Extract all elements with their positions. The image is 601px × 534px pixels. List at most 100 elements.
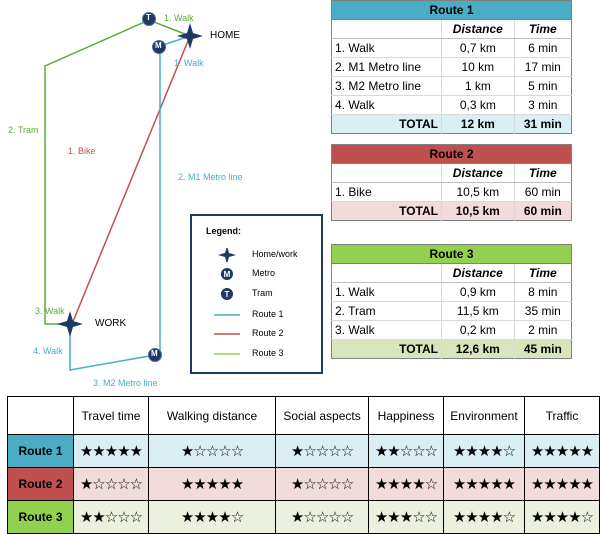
- star-rating: ★★★★★: [524, 467, 600, 501]
- star-rating: ★★☆☆☆: [368, 434, 444, 468]
- total-distance: 10,5 km: [441, 201, 515, 221]
- metro-icon: [152, 40, 166, 54]
- legend-item: T Tram: [192, 287, 321, 301]
- segment-label: 3. Walk: [35, 306, 65, 316]
- route-map-lines: [44, 12, 203, 371]
- step-distance: 0,3 km: [441, 95, 515, 115]
- step-name: 3. Walk: [331, 320, 442, 340]
- route-table-title: Route 3: [331, 244, 572, 264]
- segment-label: 1. Walk: [164, 13, 194, 23]
- step-time: 2 min: [514, 320, 572, 340]
- metro-icon: M: [221, 268, 233, 280]
- work-label: WORK: [95, 318, 127, 329]
- step-name: 1. Bike: [331, 182, 442, 202]
- tram-letter: T: [146, 13, 151, 22]
- rating-row-label: Route 1: [7, 434, 74, 468]
- route2-line-icon: [214, 333, 240, 335]
- step-time: 17 min: [514, 57, 572, 77]
- total-time: 45 min: [514, 339, 572, 359]
- star-rating: ★★★★☆: [147, 500, 277, 534]
- route1-line-icon: [214, 314, 240, 316]
- segment-label: 3. M2 Metro line: [93, 378, 158, 388]
- step-time: 8 min: [514, 282, 572, 302]
- segment-label: 2. M1 Metro line: [178, 172, 243, 182]
- star-rating: ★☆☆☆☆: [275, 434, 369, 468]
- step-distance: 0,2 km: [441, 320, 515, 340]
- star-rating: ★☆☆☆☆: [147, 434, 277, 468]
- step-distance: 10 km: [441, 57, 515, 77]
- step-time: 6 min: [514, 38, 572, 58]
- segment-label: 1. Bike: [68, 146, 96, 156]
- criterion-header: Traffic: [524, 396, 600, 435]
- distance-header: Distance: [441, 263, 515, 283]
- step-time: 3 min: [514, 95, 572, 115]
- legend-label: Route 1: [252, 309, 284, 319]
- star-rating: ★★★★☆: [524, 500, 600, 534]
- distance-header: Distance: [441, 19, 515, 39]
- metro-letter: M: [155, 41, 162, 50]
- star-rating: ★☆☆☆☆: [275, 500, 369, 534]
- rating-corner: [7, 396, 74, 435]
- legend-label: Route 3: [252, 348, 284, 358]
- legend-item: Route 3: [192, 347, 321, 361]
- step-distance: 1 km: [441, 76, 515, 96]
- criterion-header: Happiness: [368, 396, 444, 435]
- total-time: 60 min: [514, 201, 572, 221]
- step-distance: 11,5 km: [441, 301, 515, 321]
- legend-label: Home/work: [252, 249, 298, 259]
- star-rating: ★☆☆☆☆: [275, 467, 369, 501]
- step-name: 4. Walk: [331, 95, 442, 115]
- metro-letter: M: [224, 270, 231, 279]
- star-rating: ★★★★★: [73, 434, 149, 468]
- rating-row: Route 3★★☆☆☆★★★★☆★☆☆☆☆★★★☆☆★★★★☆★★★★☆: [7, 500, 600, 534]
- criterion-header: Environment: [442, 396, 526, 435]
- route2-line: [69, 35, 191, 326]
- total-label: TOTAL: [331, 114, 442, 134]
- star-rating: ★★★★★: [442, 467, 526, 501]
- step-name: 2. Tram: [331, 301, 442, 321]
- legend-item: M Metro: [192, 267, 321, 281]
- legend-label: Route 2: [252, 328, 284, 338]
- rating-table: Travel time Walking distance Social aspe…: [7, 396, 600, 534]
- work-star-icon: [57, 311, 83, 337]
- tram-icon: T: [221, 288, 233, 300]
- total-distance: 12 km: [441, 114, 515, 134]
- rating-row: Route 1★★★★★★☆☆☆☆★☆☆☆☆★★☆☆☆★★★★☆★★★★★: [7, 434, 600, 468]
- step-name: 2. M1 Metro line: [331, 57, 442, 77]
- time-header: Time: [514, 163, 572, 183]
- legend-item: Home/work: [192, 248, 321, 262]
- step-name: 1. Walk: [331, 38, 442, 58]
- distance-header: Distance: [441, 163, 515, 183]
- map-legend: Legend: Home/work M Metro T Tram: [190, 214, 323, 374]
- total-label: TOTAL: [331, 201, 442, 221]
- step-distance: 0,9 km: [441, 282, 515, 302]
- metro-letter: M: [151, 349, 158, 358]
- segment-label: 1. Walk: [174, 58, 204, 68]
- star-rating: ★★★☆☆: [368, 500, 444, 534]
- criterion-header: Walking distance: [147, 396, 277, 435]
- tram-icon: [142, 12, 156, 26]
- step-name: 1. Walk: [331, 282, 442, 302]
- step-time: 35 min: [514, 301, 572, 321]
- metro-icon: [148, 348, 162, 362]
- star-rating: ★★☆☆☆: [73, 500, 149, 534]
- segment-label: 2. Tram: [8, 125, 39, 135]
- segment-label: 4. Walk: [33, 346, 63, 356]
- step-name: 3. M2 Metro line: [331, 76, 442, 96]
- time-header: Time: [514, 19, 572, 39]
- route-table-title: Route 1: [331, 0, 572, 20]
- legend-label: Metro: [252, 268, 276, 278]
- step-time: 60 min: [514, 182, 572, 202]
- total-distance: 12,6 km: [441, 339, 515, 359]
